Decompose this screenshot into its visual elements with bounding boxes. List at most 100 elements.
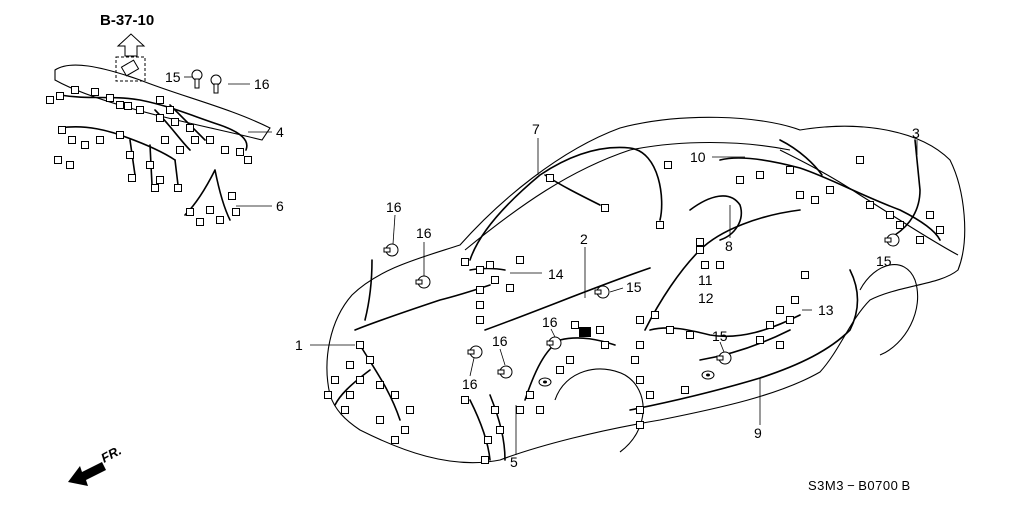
car-body [326,116,966,464]
connector-icon [341,406,349,414]
connector-icon [191,136,199,144]
connector-icon [811,196,819,204]
connector-icon [461,396,469,404]
bolt-icon [716,351,732,365]
connector-icon [756,171,764,179]
connector-icon [196,218,204,226]
connector-icon [401,426,409,434]
connector-icon [166,106,174,114]
connector-icon [106,94,114,102]
connector-icon [736,176,744,184]
connector-icon [546,174,554,182]
connector-icon [536,406,544,414]
callout-7: 7 [532,121,540,137]
connector-icon [476,286,484,294]
connector-icon [406,406,414,414]
connector-icon [656,221,664,229]
connector-icon [228,192,236,200]
bolt-group [191,69,900,387]
connector-icon [766,321,774,329]
callout-16: 16 [416,225,432,241]
connector-icon [244,156,252,164]
connector-icon [481,456,489,464]
connector-icon [346,361,354,369]
connector-icon [116,131,124,139]
connector-icon [221,146,229,154]
connector-icon [476,316,484,324]
callout-6: 6 [276,198,284,214]
connector-icon [356,341,364,349]
connector-icon [391,436,399,444]
connector-icon [786,316,794,324]
connector-icon [566,356,574,364]
callout-8: 8 [725,238,733,254]
connector-icon [791,296,799,304]
connector-icon [886,211,894,219]
connector-icon [186,124,194,132]
connector-icon [636,341,644,349]
connector-icon [486,261,494,269]
connector-icon [461,258,469,266]
connector-icon [81,141,89,149]
connector-icon [366,356,374,364]
connector-icon [68,136,76,144]
connector-icon [376,381,384,389]
connector-icon [136,106,144,114]
connector-icon [66,161,74,169]
connector-icon [476,266,484,274]
connector-icon [56,92,64,100]
front-arrow-icon [68,462,106,486]
connector-icon [896,221,904,229]
connector-icon [631,356,639,364]
connector-icon [776,306,784,314]
connector-icon [346,391,354,399]
connector-icon [176,146,184,154]
callout-16: 16 [462,376,478,392]
bolt-icon [383,243,399,257]
connector-icon [156,176,164,184]
connector-icon [596,326,604,334]
connector-icon [716,261,724,269]
connector-icon [236,148,244,156]
connector-icon [186,208,194,216]
bolt-icon [191,69,203,89]
connector-group [46,86,944,464]
callout-16: 16 [386,199,402,215]
leader-lines [184,76,918,455]
connector-icon [491,276,499,284]
connector-icon [91,88,99,96]
connector-icon [801,271,809,279]
connector-icon [151,184,159,192]
connector-icon [651,311,659,319]
connector-icon [681,386,689,394]
connector-icon [391,391,399,399]
connector-icon [701,261,709,269]
connector-icon [936,226,944,234]
connector-icon [664,161,672,169]
connector-icon [776,341,784,349]
connector-icon [116,101,124,109]
connector-icon [171,118,179,126]
callout-4: 4 [276,124,284,140]
connector-icon [356,376,364,384]
callout-13: 13 [818,302,834,318]
callout-11: 11 [698,272,713,288]
callout-5: 5 [510,454,518,470]
bolt-icon [210,74,222,94]
callout-1: 1 [295,337,303,353]
connector-icon [696,246,704,254]
connector-icon [156,114,164,122]
callout-15: 15 [712,328,728,344]
callout-16: 16 [542,314,558,330]
connector-icon [866,201,874,209]
connector-icon [506,284,514,292]
callout-10: 10 [690,149,706,165]
reference-arrow-icon [115,33,146,82]
connector-icon [826,186,834,194]
connector-icon [926,211,934,219]
reference-label: B-37-10 [100,12,154,29]
connector-icon [636,406,644,414]
callout-16: 16 [254,76,270,92]
connector-icon [126,151,134,159]
connector-icon [376,416,384,424]
